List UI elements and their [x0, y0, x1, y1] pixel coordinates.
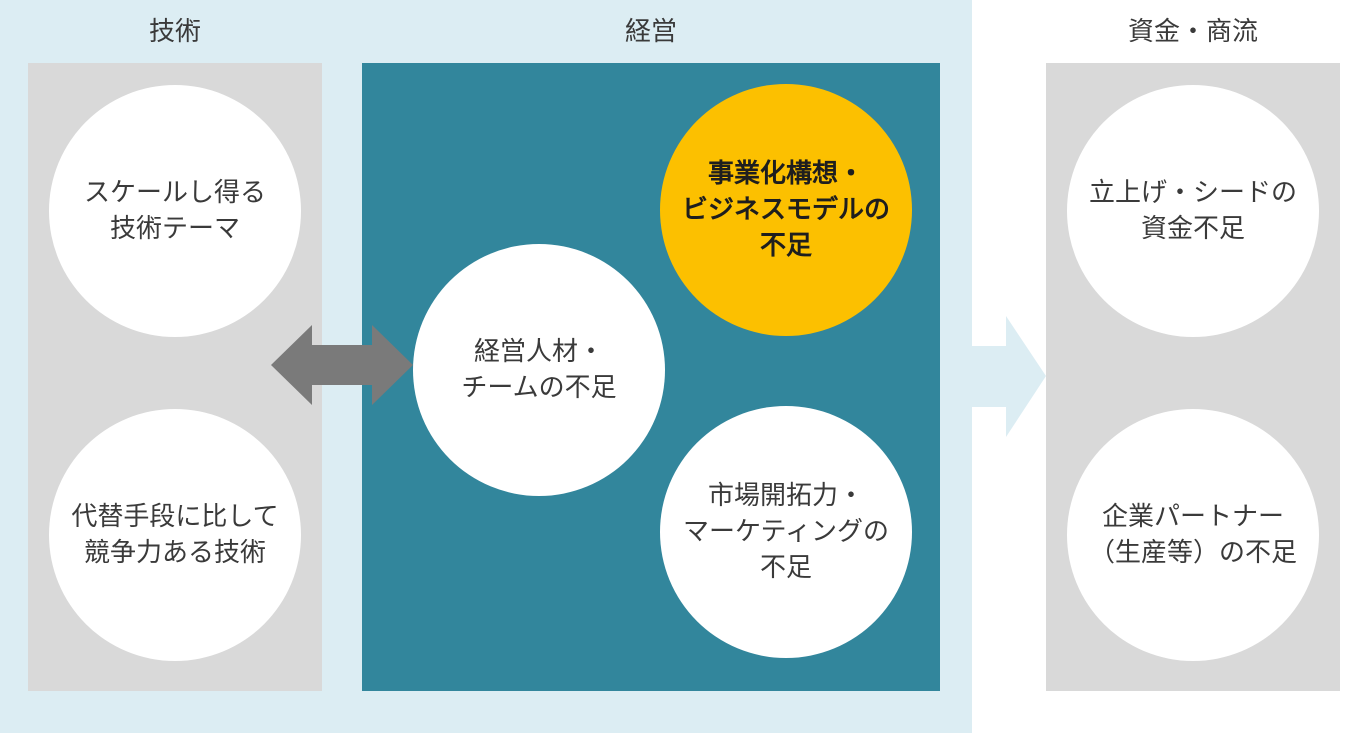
- tech-circle-competitive-tech: 代替手段に比して 競争力ある技術: [49, 409, 301, 661]
- mgmt-circle-marketing-gap: 市場開拓力・ マーケティングの 不足: [660, 406, 912, 658]
- column-title-tech: 技術: [148, 17, 201, 47]
- mgmt-circle-talent-gap: 経営人材・ チームの不足: [413, 244, 665, 496]
- tech-circle-scalable-theme: スケールし得る 技術テーマ: [49, 85, 301, 337]
- right-arrow-icon: [972, 316, 1046, 437]
- column-title-management: 経営: [624, 17, 677, 47]
- column-title-funding: 資金・商流: [1127, 17, 1258, 47]
- mgmt-circle-business-model-gap: 事業化構想・ ビジネスモデルの 不足: [660, 84, 912, 336]
- fund-circle-seed-funding-gap: 立上げ・シードの 資金不足: [1067, 85, 1319, 337]
- double-headed-arrow-icon: [271, 325, 413, 405]
- fund-circle-partner-gap: 企業パートナー （生産等）の不足: [1067, 409, 1319, 661]
